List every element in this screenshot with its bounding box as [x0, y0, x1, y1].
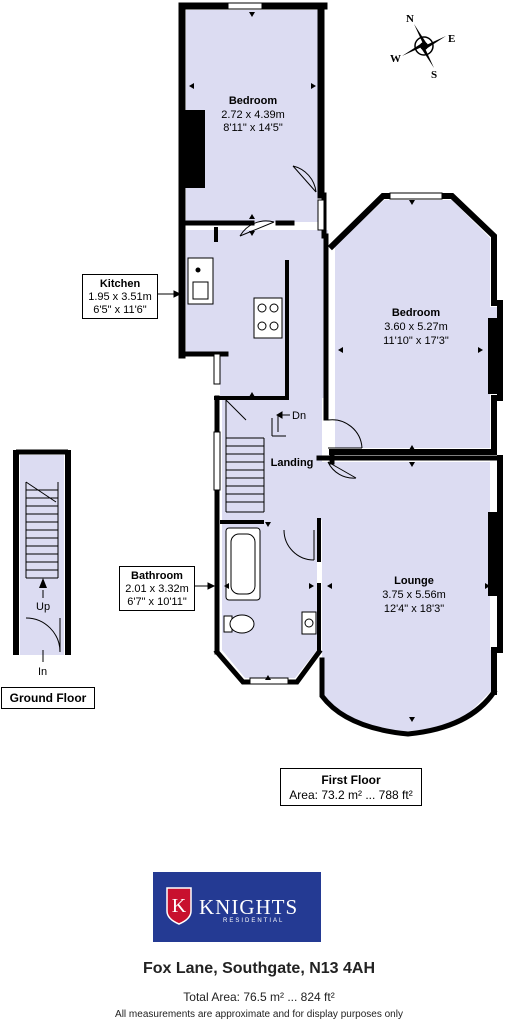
brand-subtitle: RESIDENTIAL [223, 918, 285, 924]
compass-west: W [390, 53, 401, 65]
stairs-down-label: Dn [292, 410, 306, 422]
chimney-breasts [185, 110, 500, 596]
compass-north: N [406, 13, 414, 25]
ground-floor-label: Ground Floor [1, 687, 95, 709]
kitchen-name: Kitchen [99, 278, 141, 290]
bedroom-top-metric: 2.72 x 4.39m [221, 109, 285, 121]
label-leaders [158, 290, 216, 590]
bedroom-top-name: Bedroom [229, 95, 278, 107]
first-floor-label-box: First Floor Area: 73.2 m² ... 788 ft² [280, 768, 422, 806]
lounge-name: Lounge [394, 575, 434, 587]
stairs-down-arrow [276, 411, 290, 419]
compass-icon [402, 24, 446, 68]
lounge-imperial: 12'4" x 18'3" [384, 603, 444, 615]
entry-label: In [38, 666, 47, 678]
compass-south: S [431, 69, 437, 81]
brand-name: KNIGHTS [199, 895, 299, 919]
svg-text:K: K [172, 895, 187, 917]
bedroom-right-metric: 3.60 x 5.27m [384, 321, 448, 333]
kitchen-fittings [187, 257, 283, 339]
windows [213, 2, 443, 685]
bedroom-top-imperial: 8'11" x 14'5" [223, 122, 283, 134]
up-arrow-icon [39, 578, 47, 588]
first-floor-stairs [225, 398, 286, 513]
dimension-markers [189, 12, 490, 722]
knights-logo: K KNIGHTS RESIDENTIAL [153, 872, 321, 942]
total-area: Total Area: 76.5 m² ... 824 ft² [183, 990, 335, 1004]
property-address: Fox Lane, Southgate, N13 4AH [142, 960, 376, 977]
shield-icon: K [166, 887, 192, 925]
landing-name: Landing [271, 457, 314, 469]
walls [178, 2, 503, 737]
bedroom-right-name: Bedroom [392, 307, 441, 319]
kitchen-label-box: Kitchen 1.95 x 3.51m 6'5" x 11'6" [82, 274, 158, 319]
kitchen-metric: 1.95 x 3.51m [88, 291, 152, 303]
bathroom-label-box: Bathroom 2.01 x 3.32m 6'7" x 10'11" [119, 566, 195, 611]
first-floor-name: First Floor [321, 773, 381, 787]
floor-plan: Dn Up In [13, 2, 503, 737]
bathroom-fittings [223, 527, 317, 635]
bathroom-metric: 2.01 x 3.32m [125, 583, 189, 595]
kitchen-imperial: 6'5" x 11'6" [93, 304, 147, 316]
disclaimer: All measurements are approximate and for… [115, 1009, 403, 1020]
stairs-up-label: Up [36, 601, 50, 613]
ground-floor [13, 449, 71, 662]
doors [239, 165, 363, 561]
bedroom-right-imperial: 11'10" x 17'3" [383, 335, 449, 347]
lounge-metric: 3.75 x 5.56m [382, 589, 446, 601]
bathroom-imperial: 6'7" x 10'11" [127, 596, 187, 608]
compass-east: E [448, 33, 455, 45]
first-floor-area: Area: 73.2 m² ... 788 ft² [289, 788, 413, 802]
bathroom-name: Bathroom [131, 570, 183, 582]
